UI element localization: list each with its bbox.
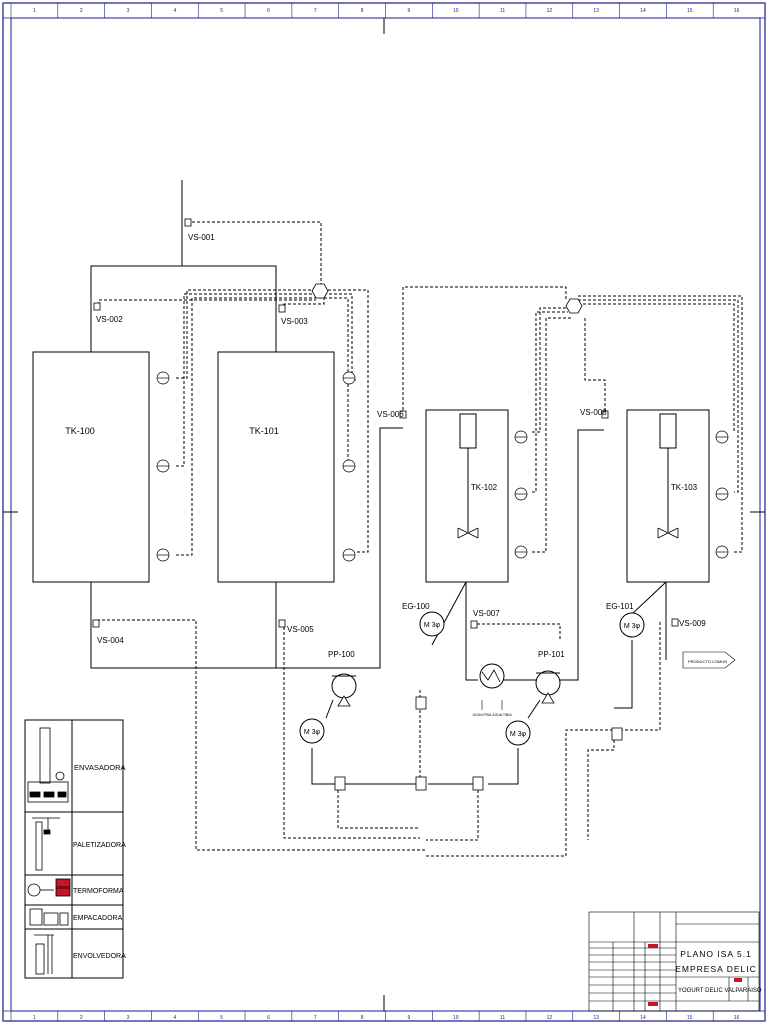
column-marker: 15	[687, 1015, 693, 1021]
column-marker: 7	[314, 8, 317, 14]
legend-envolvedora: ENVOLVEDORA	[73, 953, 126, 960]
tank-tk-102: TK-102	[425, 409, 509, 583]
agitator-eg-100: M 3φ EG-100	[402, 602, 445, 637]
pump-pp-101-motor: M 3φ	[505, 720, 531, 746]
pump-label: PP-101	[538, 650, 565, 659]
column-marker: 13	[593, 8, 599, 14]
pump-label: PP-100	[328, 650, 355, 659]
column-marker: 8	[361, 8, 364, 14]
tank-label: TK-101	[249, 426, 279, 436]
column-marker: 7	[314, 1015, 317, 1021]
title-block	[588, 911, 760, 1012]
column-marker: 8	[361, 1015, 364, 1021]
thermoformer-icon	[27, 878, 71, 897]
palletizer-icon	[32, 817, 60, 871]
column-marker: 10	[453, 8, 459, 14]
column-marker: 15	[687, 8, 693, 14]
column-marker: 1	[33, 1015, 36, 1021]
signal-lines	[97, 221, 743, 857]
drawing-title: PLANO ISA 5.1	[680, 949, 752, 959]
legend-envasadora: ENVASADORA	[74, 763, 126, 772]
tank-label: TK-102	[471, 483, 498, 492]
column-marker: 13	[593, 1015, 599, 1021]
column-marker: 4	[173, 8, 176, 14]
valve-label-vs-007: VS-007	[473, 609, 500, 618]
column-marker: 6	[267, 1015, 270, 1021]
column-marker: 2	[80, 8, 83, 14]
off-page-label: PRODUCTO COMUN	[688, 659, 727, 664]
motor-label: M 3φ	[510, 731, 527, 738]
starter-boxes	[334, 696, 623, 791]
legend-empacadora: EMPACADORA	[73, 915, 123, 922]
valve-label-vs-005: VS-005	[287, 625, 314, 634]
column-marker: 2	[80, 1015, 83, 1021]
agitator-motor-box	[659, 413, 677, 449]
valve-symbols	[92, 218, 679, 629]
heat-exchanger: AGUA FRIA AGUA TIBIA	[473, 663, 512, 717]
wrapper-icon	[34, 934, 54, 975]
motor-label: M 3φ	[304, 729, 321, 736]
valve-label-vs-006: VS-006	[377, 410, 404, 419]
tank-label: TK-103	[671, 483, 698, 492]
impeller-icon	[657, 527, 679, 539]
tank-tk-103: TK-103	[626, 409, 710, 583]
column-marker: 5	[220, 1015, 223, 1021]
cold-water-label: AGUA FRIA	[473, 713, 492, 717]
column-marker: 11	[500, 8, 505, 14]
column-marker: 1	[33, 8, 36, 14]
column-markers: 1122334455667788991010111112121313141415…	[33, 8, 740, 1021]
tank-tk-100: TK-100	[32, 351, 150, 583]
valve-label-vs-004: VS-004	[97, 636, 124, 645]
tank-label: TK-100	[65, 426, 95, 436]
column-marker: 3	[127, 8, 130, 14]
column-marker: 12	[547, 1015, 553, 1021]
column-marker: 4	[173, 1015, 176, 1021]
plant-name: YOGURT DELIC VALPARAISO	[678, 988, 762, 994]
valve-label-vs-008: VS-008	[580, 408, 607, 417]
column-marker: 14	[640, 8, 646, 14]
process-lines	[90, 180, 667, 785]
instrument-bubbles	[156, 371, 729, 562]
valve-label-vs-002: VS-002	[96, 315, 123, 324]
off-page-connector: PRODUCTO COMUN	[682, 651, 736, 669]
legend-termoforma: TERMOFORMA	[73, 888, 124, 895]
column-marker: 14	[640, 1015, 646, 1021]
agitator-eg-101: M 3φ EG-101	[606, 602, 645, 638]
column-marker: 5	[220, 8, 223, 14]
valve-label-vs-009: VS-009	[679, 619, 706, 628]
motor-label: M 3φ	[624, 623, 641, 630]
tank-tk-101: TK-101	[217, 351, 335, 583]
column-marker: 9	[408, 1015, 411, 1021]
column-marker: 9	[408, 8, 411, 14]
valve-label-vs-003: VS-003	[281, 317, 308, 326]
pump-pp-101: PP-101	[535, 650, 565, 704]
valve-label-vs-001: VS-001	[188, 233, 215, 242]
agitator-label: EG-101	[606, 602, 634, 611]
warm-water-label: AGUA TIBIA	[492, 713, 512, 717]
equipment-legend: ENVASADORA PALETIZADORA TERMOFORMA EMPAC…	[24, 719, 126, 979]
column-marker: 16	[734, 1015, 740, 1021]
filling-machine-icon	[27, 727, 69, 803]
pump-pp-100-motor: M 3φ	[299, 718, 325, 744]
pump-pp-100: PP-100	[328, 650, 357, 707]
company-name: EMPRESA DELIC	[675, 964, 757, 974]
column-marker: 12	[547, 8, 553, 14]
legend-paletizadora: PALETIZADORA	[73, 842, 126, 849]
packer-icon	[29, 908, 69, 926]
column-marker: 3	[127, 1015, 130, 1021]
column-marker: 11	[500, 1015, 505, 1021]
impeller-icon	[457, 527, 479, 539]
controller-symbols	[311, 283, 583, 314]
column-ticks	[10, 3, 714, 1021]
agitator-motor-box	[459, 413, 477, 449]
column-marker: 6	[267, 8, 270, 14]
agitator-label: EG-100	[402, 602, 430, 611]
column-marker: 16	[734, 8, 740, 14]
motor-label: M 3φ	[424, 622, 441, 629]
column-marker: 10	[453, 1015, 459, 1021]
